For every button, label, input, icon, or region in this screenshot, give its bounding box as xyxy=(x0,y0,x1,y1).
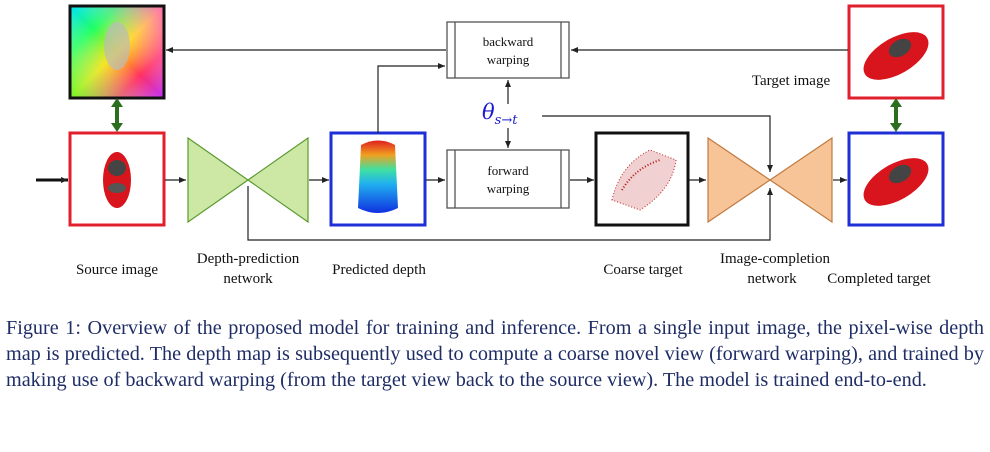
completion-network-label-line2: network xyxy=(747,271,797,287)
depth-network-label: Depth-prediction network xyxy=(178,249,318,289)
completion-network-label-line1: Image-completion xyxy=(720,251,830,267)
forward-warping-line2: warping xyxy=(486,181,530,196)
completed-target-image xyxy=(847,131,945,227)
theta-symbol: θ xyxy=(482,100,495,124)
depth-network-label-line1: Depth-prediction xyxy=(196,251,300,267)
backward-warping-line1: backward xyxy=(482,34,534,49)
backward-warping-box xyxy=(446,21,570,79)
flow-image xyxy=(68,4,166,100)
depth-network-label-line2: network xyxy=(223,271,273,287)
predicted-depth-image xyxy=(329,131,427,227)
target-image-label: Target image xyxy=(751,73,831,89)
image-completion-network xyxy=(707,136,833,224)
backward-warping-line2: warping xyxy=(486,52,530,67)
backward-warping-label: backward warping xyxy=(455,33,561,69)
pipeline-diagram xyxy=(36,4,945,241)
coarse-target-label: Coarse target xyxy=(603,262,683,278)
forward-warping-line1: forward xyxy=(487,163,529,178)
theta-subscript: s→t xyxy=(494,113,518,129)
source-image xyxy=(68,131,166,227)
source-image-label: Source image xyxy=(75,262,159,278)
figure-caption: Figure 1: Overview of the proposed model… xyxy=(6,317,984,391)
forward-warping-box xyxy=(446,149,570,209)
predicted-depth-label: Predicted depth xyxy=(332,262,426,278)
theta-label: θs→t xyxy=(482,100,517,128)
depth-prediction-network xyxy=(187,136,309,224)
forward-warping-label: forward warping xyxy=(455,162,561,198)
completed-target-label: Completed target xyxy=(827,271,931,287)
green-double-arrow-right xyxy=(890,98,902,132)
target-image xyxy=(847,4,945,100)
coarse-target-image xyxy=(594,131,690,227)
connector-arrows xyxy=(165,47,848,241)
green-double-arrow-left xyxy=(111,98,123,132)
